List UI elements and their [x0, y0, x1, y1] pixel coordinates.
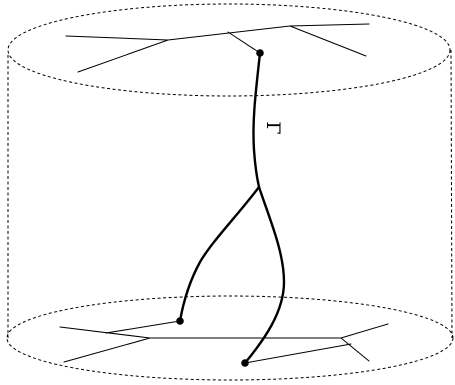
gamma-upper-path	[252, 51, 262, 189]
top-branch	[65, 35, 169, 41]
bottom-left-endpoint-dot	[176, 317, 184, 325]
top-ellipse	[7, 3, 451, 97]
bottom-branch	[340, 323, 389, 339]
top-branch	[289, 25, 367, 57]
top-branch	[289, 23, 370, 27]
bottom-branch	[244, 343, 352, 364]
right-side-line	[450, 49, 453, 339]
bottom-tree	[59, 320, 389, 364]
bottom-branch	[105, 320, 181, 334]
bottom-branch	[63, 337, 151, 363]
cylinder-outline	[6, 3, 454, 381]
bottom-ellipse	[6, 295, 454, 381]
gamma-right-branch	[243, 185, 286, 365]
gamma-label: Γ	[262, 121, 284, 134]
bottom-branch	[340, 337, 370, 362]
top-tree	[65, 23, 370, 73]
bottom-branch	[59, 326, 151, 339]
bottom-right-endpoint-dot	[241, 359, 249, 367]
top-branch	[77, 39, 169, 73]
gamma-curve	[178, 51, 286, 365]
top-branch	[227, 31, 261, 54]
gamma-left-branch	[178, 185, 261, 323]
top-endpoint-dot	[256, 49, 264, 57]
